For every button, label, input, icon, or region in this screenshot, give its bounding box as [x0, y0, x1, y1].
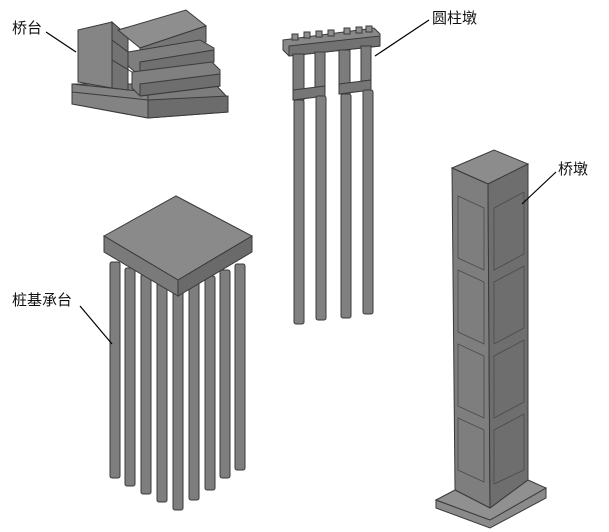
pier-label: 桥墩	[558, 160, 589, 178]
abutment-label: 桥台	[12, 19, 43, 37]
pile-cap-leader-line	[79, 305, 113, 345]
pile-cap-model-icon	[102, 195, 254, 511]
column-pier-model-icon	[282, 25, 381, 325]
column-pier-leader-line	[374, 19, 430, 57]
pier-model-icon	[434, 149, 548, 529]
pier-leader-line	[521, 171, 557, 205]
abutment-model-icon	[71, 9, 229, 119]
pile-cap-label: 桩基承台	[12, 291, 73, 309]
abutment-leader-line	[45, 31, 77, 53]
column-pier-label: 圆柱墩	[432, 9, 478, 27]
